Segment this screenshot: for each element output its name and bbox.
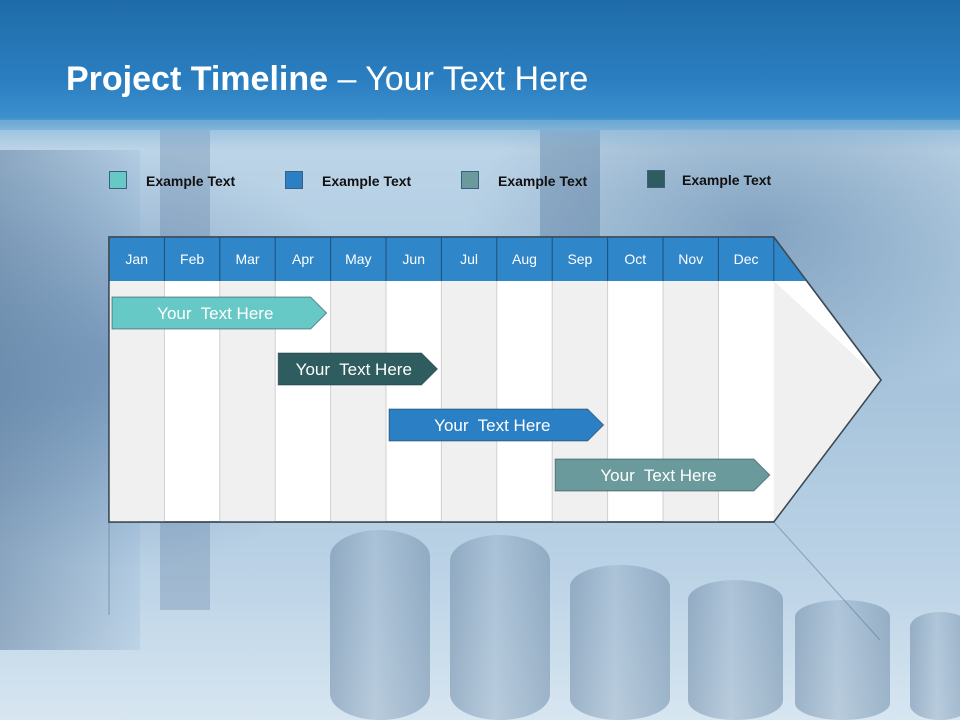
month-label: Sep — [567, 251, 592, 267]
background-coin-stack — [910, 612, 960, 720]
legend-swatch — [285, 171, 303, 189]
month-label: Aug — [512, 251, 537, 267]
month-label: Oct — [624, 251, 646, 267]
legend-label: Example Text — [322, 173, 412, 189]
background-coin-stack — [795, 600, 890, 720]
task-label: Your Text Here — [600, 466, 716, 485]
month-label: Nov — [678, 251, 703, 267]
month-label: Jul — [460, 251, 478, 267]
task-label: Your Text Here — [157, 304, 273, 323]
task-label: Your Text Here — [434, 416, 550, 435]
month-label: Apr — [292, 251, 314, 267]
legend-swatch — [461, 171, 479, 189]
legend-label: Example Text — [146, 173, 236, 189]
task-bar — [111, 296, 328, 330]
task-bar — [388, 408, 605, 442]
legend-swatch — [109, 171, 127, 189]
background-coin-stack — [688, 580, 783, 720]
month-label: Jun — [402, 251, 425, 267]
background-coin-stack — [570, 565, 670, 720]
month-column-shade — [441, 281, 497, 522]
background-building — [540, 130, 600, 250]
background-coin-stack — [330, 530, 430, 720]
timeline-arrow-tip — [773, 281, 881, 522]
title-bar — [0, 0, 960, 130]
month-column-shade — [330, 281, 386, 522]
slide-title-rest: – Your Text Here — [328, 60, 589, 98]
month-label: Feb — [180, 251, 204, 267]
task-bar — [277, 352, 439, 386]
month-label: May — [345, 251, 371, 267]
month-label: Mar — [235, 251, 259, 267]
legend-label: Example Text — [498, 173, 588, 189]
month-label: Jan — [125, 251, 148, 267]
timeline-arrow-outline — [108, 236, 882, 523]
month-header-bar — [109, 237, 807, 281]
reflection-line — [773, 521, 881, 641]
legend: Example Text Example Text Example Text E… — [0, 170, 960, 200]
slide-title-bold: Project Timeline — [66, 60, 329, 98]
title-bar-fade — [0, 120, 960, 150]
background-coin-stack — [450, 535, 550, 720]
legend-swatch — [647, 170, 665, 188]
legend-label: Example Text — [682, 172, 772, 188]
month-label: Dec — [734, 251, 759, 267]
task-bar — [554, 458, 771, 492]
slide-title: Project Timeline – Your Text Here — [66, 60, 588, 99]
task-label: Your Text Here — [296, 360, 412, 379]
